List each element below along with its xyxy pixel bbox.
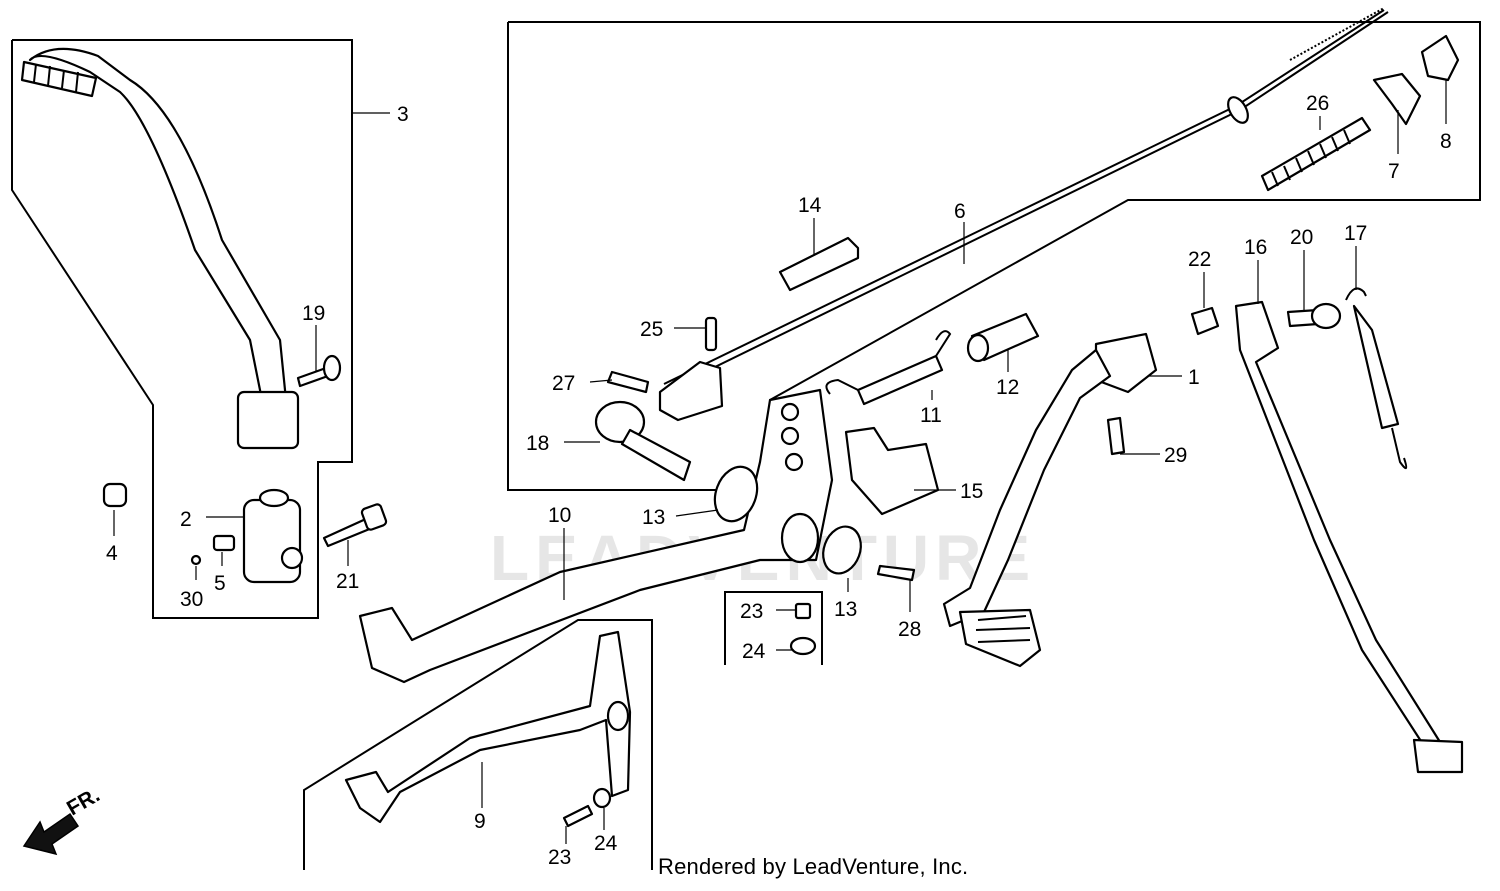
callout-30: 30: [180, 588, 203, 611]
kick-lever-group-box: [11, 39, 353, 619]
callout-28: 28: [898, 618, 921, 641]
callout-20: 20: [1290, 226, 1313, 249]
callout-6: 6: [954, 200, 966, 223]
brake-pedal-10-part: [358, 388, 834, 684]
callout-24a: 24: [742, 640, 766, 663]
callout-29: 29: [1164, 444, 1187, 467]
brake-pedal-optional-box: [303, 619, 653, 870]
shift-pedal-1-part: [942, 332, 1158, 668]
callout-5: 5: [214, 572, 226, 595]
bolt-23a-part: [794, 602, 812, 620]
front-direction-arrow-icon: FR.: [22, 783, 104, 856]
leader-lines: [113, 80, 1447, 844]
footer-credit: Rendered by LeadVenture, Inc.: [658, 854, 969, 879]
block-15-part: [844, 426, 940, 516]
washer-13b-part: [822, 525, 862, 575]
callout-4: 4: [106, 542, 118, 565]
callout-3: 3: [397, 103, 409, 126]
pin-27-part: [606, 370, 650, 394]
callout-12: 12: [996, 376, 1019, 399]
spring-26-part: [1260, 116, 1372, 192]
callout-11: 11: [920, 404, 942, 427]
callout-7: 7: [1388, 160, 1400, 183]
brake-pedal-9-part: [344, 630, 632, 824]
brake-assembly-group-box: [507, 21, 1481, 491]
callout-25: 25: [640, 318, 663, 341]
nut-22-part: [1190, 306, 1220, 336]
wing-nut-8-part: [1420, 34, 1460, 82]
sleeve-12-part: [966, 312, 1040, 363]
plate-14-part: [778, 236, 860, 292]
kickstarter-arm-part: [20, 47, 300, 450]
callout-23b: 23: [548, 846, 571, 869]
pin-25-part: [704, 316, 718, 352]
bolt-29-part: [1106, 416, 1126, 456]
callout-13a: 13: [642, 506, 665, 529]
callout-16: 16: [1244, 236, 1267, 259]
callout-2: 2: [180, 508, 192, 531]
callout-21: 21: [336, 570, 359, 593]
callout-13b: 13: [834, 598, 857, 621]
cap-4-part: [102, 482, 128, 508]
callout-23a: 23: [740, 600, 763, 623]
spring-11-part: [825, 330, 952, 406]
nut-24a-part: [789, 636, 817, 656]
nut-24b-part: [592, 787, 612, 809]
callout-19: 19: [302, 302, 325, 325]
callout-labels: 3 19 4 2 5 30 21 26 7 8 6 14 25 27 18 11…: [106, 92, 1452, 869]
callout-26: 26: [1306, 92, 1329, 115]
joint-7-part: [1372, 72, 1422, 126]
callout-9: 9: [474, 810, 486, 833]
brake-rod-6-part: [663, 7, 1389, 391]
pivot-18-part: [594, 400, 692, 482]
callout-10: 10: [548, 504, 571, 527]
callout-17: 17: [1344, 222, 1367, 245]
bolt-20-part: [1286, 302, 1342, 330]
callout-1: 1: [1188, 366, 1200, 389]
clevis-part: [658, 360, 724, 422]
bolt-28-part: [876, 564, 916, 582]
kick-boss-2-part: [242, 488, 304, 584]
callout-18: 18: [526, 432, 549, 455]
spring-17-part: [1345, 287, 1408, 469]
side-stand-16-part: [1234, 300, 1464, 774]
spring-5-part: [212, 534, 236, 552]
ball-30-part: [190, 554, 202, 566]
callout-24b: 24: [594, 832, 618, 855]
bolt-21-part: [322, 503, 388, 548]
callout-8: 8: [1440, 130, 1452, 153]
callout-14: 14: [798, 194, 822, 217]
bolt-23b-part: [562, 804, 594, 828]
washer-13a-part: [713, 465, 759, 523]
callout-15: 15: [960, 480, 983, 503]
bolt-19-part: [296, 354, 342, 388]
callout-22: 22: [1188, 248, 1211, 271]
callout-27: 27: [552, 372, 575, 395]
bolt-nut-group-box: [724, 591, 823, 665]
